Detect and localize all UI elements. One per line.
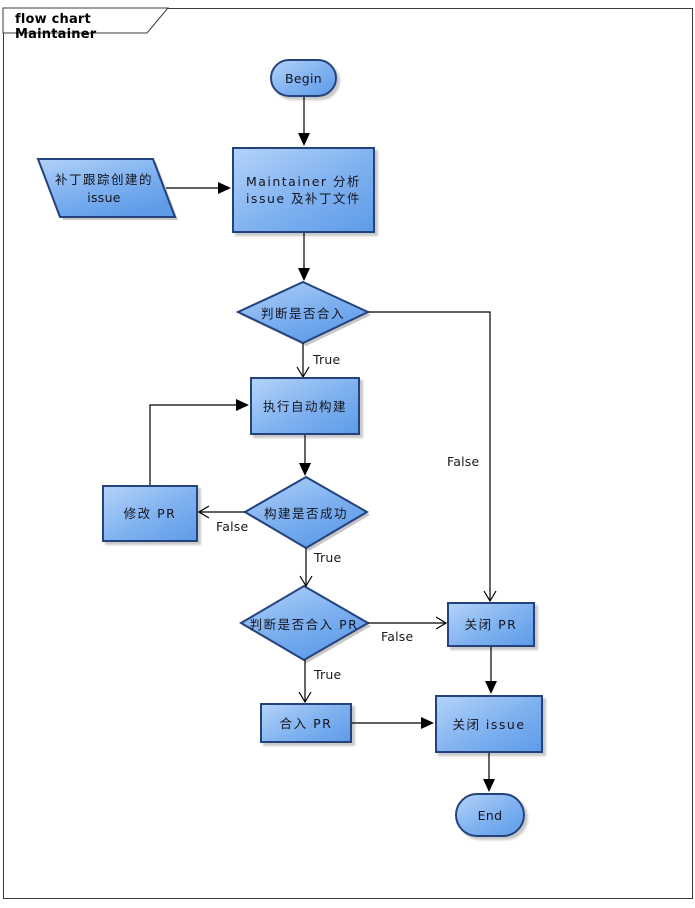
node-decide-merge-shape (235, 280, 371, 345)
edge-auto-build-build-success (299, 435, 311, 476)
edge-decide-merge-pr-true-merge-pr (298, 660, 312, 704)
node-modify-pr-label: 修改 PR (123, 506, 177, 521)
node-patch-issue-shape (36, 158, 177, 218)
arrowhead-solid (236, 399, 249, 411)
node-close-pr: 关闭 PR (447, 602, 535, 647)
node-modify-pr: 修改 PR (102, 485, 198, 542)
node-auto-build: 执行自动构建 (250, 377, 360, 435)
frame-title-tab (2, 7, 170, 34)
edge-decide-merge-pr-false-close-pr (368, 616, 448, 630)
node-begin: Begin (270, 59, 337, 97)
edge-label-false: False (381, 629, 414, 644)
node-close-issue-label: 关闭 issue (452, 716, 526, 732)
edge-merge-pr-close-issue (352, 717, 434, 729)
edge-analyze-decide-merge (298, 233, 310, 281)
edge-decide-merge-true (296, 343, 310, 379)
arrowhead-solid (298, 133, 310, 146)
edge-close-pr-close-issue (485, 647, 497, 694)
edge-label-true: True (314, 667, 342, 682)
arrowhead-solid (421, 717, 434, 729)
edge-label-true: True (313, 352, 341, 367)
node-merge-pr: 合入 PR (260, 703, 352, 743)
edge-decide-merge-false-close-pr (368, 311, 497, 603)
node-analyze: Maintainer 分析 issue 及补丁文件 (232, 147, 375, 233)
arrowhead-solid (299, 463, 311, 476)
node-analyze-line2: issue 及补丁文件 (245, 191, 362, 206)
edge-modify-pr-auto-build (149, 399, 249, 485)
frame-title: flow chart Maintainer (15, 12, 97, 42)
node-end-label: End (477, 807, 503, 823)
edge-label-false: False (447, 454, 480, 469)
arrowhead-solid (485, 681, 497, 694)
edge-label-false: False (216, 519, 249, 534)
arrowhead-solid (218, 182, 231, 194)
node-close-issue: 关闭 issue (435, 695, 543, 753)
node-merge-pr-label: 合入 PR (279, 715, 333, 731)
arrowhead-solid (298, 268, 310, 281)
edge-label-true: True (314, 550, 342, 565)
arrowhead-open (298, 691, 312, 704)
edge-build-success-true (299, 548, 313, 588)
edge-patch-issue-analyze (166, 182, 231, 194)
node-build-success-shape (243, 475, 369, 550)
arrowhead-open (299, 575, 313, 588)
arrowhead-open (197, 505, 210, 519)
node-begin-label: Begin (284, 70, 323, 86)
arrowhead-solid (483, 779, 495, 792)
diagram-frame (3, 8, 693, 899)
edge-build-success-false-modify-pr (197, 505, 245, 519)
edge-begin-analyze (298, 97, 310, 146)
node-close-pr-label: 关闭 PR (464, 617, 518, 632)
edge-close-issue-end (483, 753, 495, 792)
connectors (149, 97, 497, 792)
arrowhead-open (435, 616, 448, 630)
node-analyze-line1: Maintainer 分析 (245, 174, 362, 189)
node-auto-build-label: 执行自动构建 (262, 398, 347, 414)
node-decide-merge-pr-shape (239, 584, 370, 662)
arrowhead-open (483, 590, 497, 603)
node-end: End (455, 793, 525, 837)
